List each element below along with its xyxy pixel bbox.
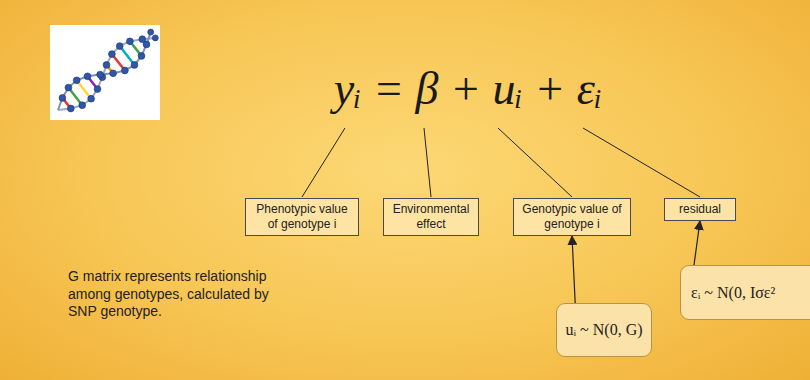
arrow-connector (572, 236, 575, 303)
box-text: uᵢ ~ N(0, G) (565, 321, 642, 339)
description-box: Environmental effect (383, 198, 479, 236)
model-equation: yᵢ = β + uᵢ + εᵢ (334, 64, 602, 115)
arrow-connector (694, 221, 700, 265)
description-box: Genotypic value of genotype i (513, 198, 631, 236)
note-text: G matrix represents relationship among g… (68, 268, 294, 321)
distribution-box: uᵢ ~ N(0, G) (556, 303, 652, 357)
leader-line (424, 128, 431, 197)
box-text: Environmental effect (390, 202, 472, 232)
leader-line (302, 128, 345, 197)
leader-line (583, 128, 700, 197)
description-box: residual (664, 198, 736, 221)
dna-illustration (50, 25, 160, 120)
description-box: Phenotypic value of genotype i (245, 198, 359, 236)
leader-line (498, 128, 572, 197)
box-text: residual (671, 202, 729, 217)
distribution-box: εᵢ ~ N(0, Iσε² (680, 265, 810, 320)
box-text: εᵢ ~ N(0, Iσε² (691, 284, 775, 302)
box-text: Genotypic value of genotype i (520, 202, 624, 232)
box-text: Phenotypic value of genotype i (252, 202, 352, 232)
